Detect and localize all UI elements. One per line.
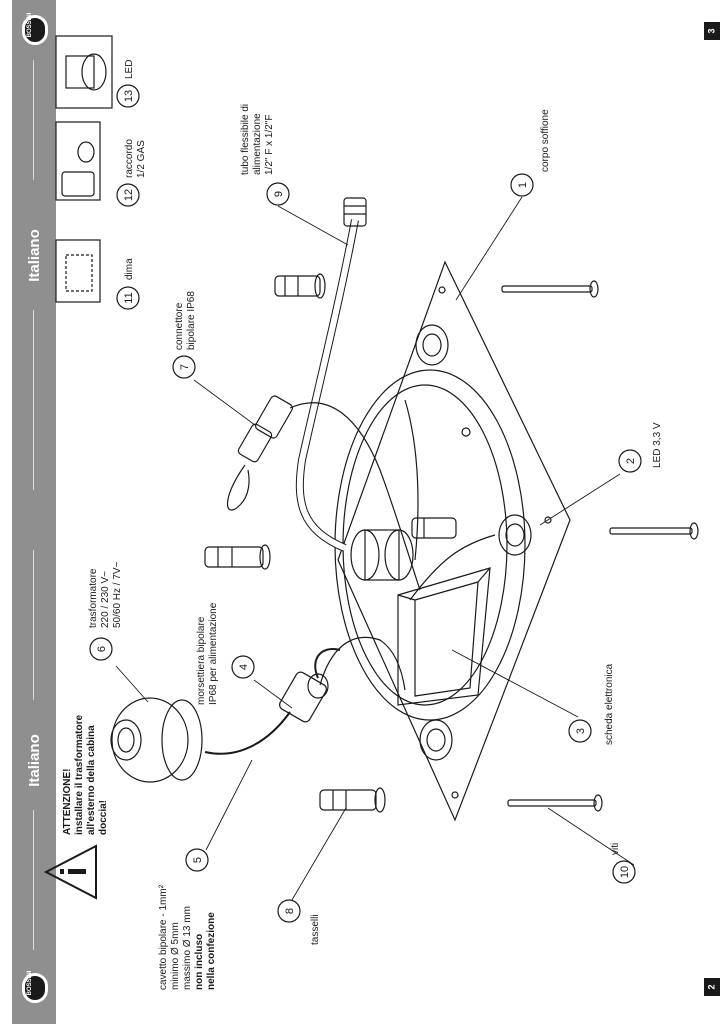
warning-line-1: ATTENZIONE! bbox=[62, 769, 73, 835]
cable-note-line-2: minimo Ø 5mm bbox=[170, 922, 181, 990]
callout-3: 3 bbox=[575, 728, 587, 734]
callout-9: 9 bbox=[273, 191, 285, 197]
cable-to-transformer bbox=[204, 711, 291, 755]
cable-note-line-1: cavetto bipolare - 1mm² bbox=[158, 884, 169, 990]
side-rule-3 bbox=[33, 550, 34, 700]
label-led-3v: LED 3,3 V bbox=[652, 422, 663, 468]
side-rule-2 bbox=[33, 310, 34, 490]
transformer bbox=[110, 697, 203, 783]
screw-2 bbox=[609, 522, 699, 540]
shower-head-rim bbox=[342, 384, 508, 706]
cable-note: cavetto bipolare - 1mm² minimo Ø 5mm mas… bbox=[158, 884, 217, 990]
screw-1 bbox=[501, 280, 599, 298]
callout-circles bbox=[89, 84, 642, 923]
hose-fitting bbox=[343, 197, 367, 227]
side-band: Italiano Italiano bbox=[12, 0, 56, 1024]
plate-holes bbox=[438, 286, 552, 799]
label-trasformatore-3: 50/60 Hz / 7V~ bbox=[112, 561, 123, 628]
page-number-left: 2 bbox=[704, 978, 720, 996]
cable-note-line-5: nella confezione bbox=[206, 912, 217, 990]
wall-plug-3 bbox=[319, 787, 386, 813]
fitting-thumbnail-box bbox=[55, 121, 101, 201]
brand-logo-top: BOSSINI bbox=[16, 10, 52, 50]
callout-7: 7 bbox=[179, 364, 191, 370]
bipolar-terminal bbox=[279, 671, 329, 723]
cable-note-line-4: non incluso bbox=[194, 934, 205, 990]
callout-numbers: 1 2 3 4 5 6 7 8 9 10 11 12 13 bbox=[96, 90, 637, 914]
label-dima: dima bbox=[124, 258, 135, 280]
wire-led bbox=[409, 534, 496, 601]
template-dashed-square bbox=[65, 254, 93, 292]
callout-8: 8 bbox=[284, 908, 296, 914]
electronic-board bbox=[397, 567, 491, 706]
callout-1: 1 bbox=[517, 182, 529, 188]
callout-12: 12 bbox=[123, 189, 135, 201]
mounting-plate bbox=[337, 260, 571, 822]
label-morsettiera-2: IP68 per alimentazione bbox=[208, 602, 219, 705]
callout-6: 6 bbox=[96, 646, 108, 652]
label-tubo-2: alimentazione bbox=[252, 113, 263, 175]
warning-line-4: doccia! bbox=[98, 800, 109, 835]
warning-line-2: installare il trasformatore bbox=[74, 715, 85, 835]
part-labels: corpo soffione LED 3,3 V scheda elettron… bbox=[88, 60, 663, 945]
wall-plug-1 bbox=[274, 273, 326, 299]
label-connettore-2: bipolare IP68 bbox=[186, 291, 197, 350]
warning-text: ATTENZIONE! installare il trasformatore … bbox=[62, 715, 109, 835]
label-tubo-1: tubo flessibile di bbox=[240, 104, 251, 175]
label-led: LED bbox=[124, 60, 135, 79]
label-tasselli: tasselli bbox=[310, 914, 321, 945]
wall-plug-4 bbox=[411, 517, 457, 539]
shower-head-body bbox=[334, 369, 526, 721]
template-thumbnail-box bbox=[55, 239, 101, 303]
label-trasformatore-2: 220 / 230 V~ bbox=[100, 571, 111, 628]
warning-triangle-icon bbox=[43, 844, 97, 900]
label-tubo-3: 1/2" F x 1/2"F bbox=[264, 115, 275, 175]
label-connettore-1: connettore bbox=[174, 302, 185, 350]
label-trasformatore-1: trasformatore bbox=[88, 568, 99, 628]
wire-inner bbox=[404, 399, 419, 561]
leader-lines bbox=[115, 196, 635, 901]
fitting-icon bbox=[61, 171, 95, 197]
led-thumbnail-box bbox=[55, 35, 113, 109]
callout-11: 11 bbox=[123, 292, 135, 303]
warning-line-3: all'esterno della cabina bbox=[86, 725, 97, 835]
label-raccordo-2: 1/2 GAS bbox=[136, 140, 147, 178]
wall-plug-2 bbox=[204, 544, 271, 570]
label-scheda-elettronica: scheda elettronica bbox=[604, 663, 615, 745]
pipe-connector bbox=[350, 529, 414, 581]
brand-logo-bottom: BOSSINI bbox=[16, 968, 52, 1008]
label-viti: viti bbox=[610, 843, 621, 855]
label-corpo-soffione: corpo soffione bbox=[540, 109, 551, 172]
wire-terminal bbox=[319, 636, 406, 691]
side-rule-1 bbox=[33, 60, 34, 180]
page-number-right: 3 bbox=[704, 22, 720, 40]
led-body-icon bbox=[65, 55, 95, 89]
side-rule-4 bbox=[33, 810, 34, 950]
brand-logo-ring bbox=[22, 15, 48, 45]
callout-2: 2 bbox=[625, 458, 637, 464]
fitting-ring-icon bbox=[77, 141, 95, 163]
plate-bosses bbox=[415, 324, 532, 761]
callout-10: 10 bbox=[619, 866, 631, 878]
flexible-hose-inner bbox=[296, 219, 358, 551]
warning-exclamation-icon bbox=[60, 869, 86, 874]
cable-terminal-in bbox=[314, 648, 341, 679]
connector-ip68 bbox=[226, 395, 294, 511]
callout-4: 4 bbox=[238, 664, 250, 670]
cable-note-line-3: massimo Ø 13 mm bbox=[182, 906, 193, 990]
callout-5: 5 bbox=[192, 857, 204, 863]
brand-logo-ring-bottom bbox=[22, 973, 48, 1003]
wire-connector bbox=[289, 402, 421, 591]
screw-3 bbox=[507, 794, 603, 812]
label-morsettiera-1: morsettiera bipolare bbox=[196, 616, 207, 705]
label-raccordo-1: raccordo bbox=[124, 139, 135, 178]
led-icon bbox=[81, 53, 107, 91]
callout-13: 13 bbox=[123, 90, 135, 102]
